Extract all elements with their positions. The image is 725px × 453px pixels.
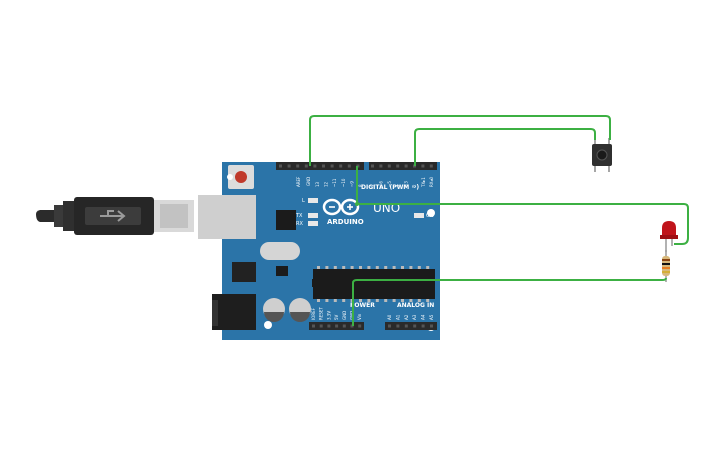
- l-label: L: [302, 198, 305, 204]
- on-label: ON: [426, 213, 434, 219]
- usb-cable[interactable]: [36, 197, 194, 235]
- analog-pin-label: A0: [387, 314, 392, 320]
- digital-pin-label: 7: [370, 184, 375, 187]
- header-pin-hole[interactable]: [330, 164, 334, 168]
- analog-in-label: ANALOG IN: [397, 302, 434, 309]
- resistor[interactable]: [662, 250, 670, 282]
- header-pin-hole[interactable]: [335, 324, 339, 328]
- crystal: [260, 242, 300, 260]
- analog-pin-label: A2: [404, 314, 409, 320]
- header-pin-hole[interactable]: [304, 164, 308, 168]
- header-pin-hole[interactable]: [322, 164, 325, 168]
- wire-gnd-to-resistor[interactable]: [352, 277, 667, 326]
- power-pin-label: IOREF: [311, 307, 316, 320]
- analog-header[interactable]: [385, 322, 437, 330]
- header-pin-hole[interactable]: [287, 164, 291, 168]
- power-pin-label: 5V: [334, 314, 339, 320]
- push-button[interactable]: [592, 138, 612, 172]
- header-pin-hole[interactable]: [430, 324, 433, 328]
- voltage-regulator: [232, 262, 256, 282]
- power-label: POWER: [350, 302, 375, 309]
- tx-label: TX: [295, 213, 303, 219]
- digital-pin-label: 4: [395, 184, 400, 187]
- header-pin-hole[interactable]: [421, 164, 425, 168]
- digital-pin-label: 12: [324, 181, 329, 187]
- arduino-logo-text: ARDUINO: [327, 218, 364, 226]
- dc-power-jack: [212, 294, 256, 330]
- header-pin-hole[interactable]: [296, 164, 300, 168]
- header-pin-hole[interactable]: [279, 164, 282, 168]
- digital-pin-label: ~6: [378, 181, 383, 187]
- digital-pin-label: 8: [358, 184, 363, 187]
- analog-pin-label: A5: [429, 314, 434, 320]
- digital-pin-label: ~10: [341, 178, 346, 187]
- header-pin-hole[interactable]: [396, 324, 400, 328]
- digital-pin-label: ~11: [332, 178, 337, 187]
- atmega-chip: [313, 269, 435, 299]
- header-pin-hole[interactable]: [396, 164, 400, 168]
- analog-pin-label: A1: [395, 314, 400, 320]
- header-pin-hole[interactable]: [319, 324, 323, 328]
- power-pin-label: RESET: [319, 307, 324, 320]
- rx-label: RX: [296, 221, 303, 227]
- header-pin-hole[interactable]: [404, 164, 408, 168]
- red-led[interactable]: [660, 221, 678, 252]
- header-pin-hole[interactable]: [358, 324, 362, 328]
- power-pin-label: GND: [342, 311, 347, 320]
- header-pin-hole[interactable]: [312, 324, 315, 328]
- header-pin-hole[interactable]: [413, 324, 417, 328]
- digital-pin-label: 13: [315, 181, 320, 187]
- header-pin-hole[interactable]: [339, 164, 343, 168]
- header-pin-hole[interactable]: [347, 164, 351, 168]
- header-pin-hole[interactable]: [421, 324, 425, 328]
- header-pin-hole[interactable]: [327, 324, 331, 328]
- tx1-pin-label: TX▸1: [421, 177, 426, 188]
- digital-pin-label: ~9: [349, 181, 354, 187]
- header-pin-hole[interactable]: [371, 164, 374, 168]
- wire-pin2-to-button[interactable]: [414, 128, 596, 166]
- gnd-pin-label: GND: [306, 177, 311, 186]
- header-pin-hole[interactable]: [342, 324, 346, 328]
- usb-jack: [198, 195, 256, 239]
- digital-pwm-label: DIGITAL (PWM ~): [361, 184, 419, 191]
- power-pin-label: 3.3V: [326, 311, 331, 320]
- header-pin-hole[interactable]: [379, 164, 383, 168]
- digital-pin-label: 2: [412, 184, 417, 187]
- digital-pin-label: ~3: [404, 181, 409, 187]
- header-pin-hole[interactable]: [387, 164, 391, 168]
- header-pin-hole[interactable]: [313, 164, 317, 168]
- aref-pin-label: AREF: [296, 176, 301, 187]
- header-pin-hole[interactable]: [429, 164, 433, 168]
- tx-led: [308, 213, 318, 218]
- header-pin-hole[interactable]: [404, 324, 408, 328]
- rx-led: [308, 221, 318, 226]
- l-led: [308, 198, 318, 203]
- analog-pin-label: A3: [412, 314, 417, 320]
- arduino-uno-board[interactable]: L TX RX ON ARDUINO UNO DIGITAL (PWM ~) P…: [198, 162, 440, 340]
- on-led: [414, 213, 424, 218]
- wire-gnd-to-button[interactable]: [309, 115, 611, 166]
- rx0-pin-label: RX◂0: [429, 176, 434, 187]
- digital-header-2[interactable]: [369, 162, 437, 170]
- arduino-logo-icon: [322, 198, 360, 216]
- digital-header-1[interactable]: [276, 162, 364, 170]
- header-pin-hole[interactable]: [388, 324, 391, 328]
- digital-pin-label: ~5: [387, 181, 392, 187]
- usb-chip: [276, 210, 296, 230]
- power-pin-label: Vin: [357, 313, 362, 320]
- analog-pin-label: A4: [421, 314, 426, 320]
